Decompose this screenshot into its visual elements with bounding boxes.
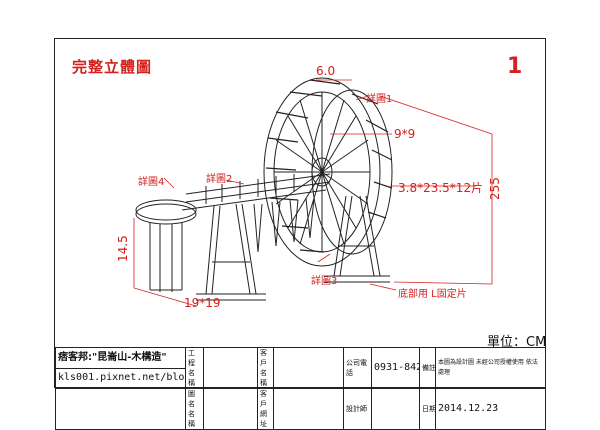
dimension-14-5: 14.5 [116, 235, 130, 262]
annotation-base-fixing: 底部用 L固定片 [398, 289, 467, 300]
designer-header: 設計師 [343, 388, 372, 430]
dimension-9x9: 9*9 [394, 127, 416, 141]
hammers [253, 197, 315, 253]
wheel-hub [311, 157, 333, 187]
blog-label: 痞客邦:"昆崙山-木構造" [55, 347, 186, 369]
cam-pegs [205, 174, 295, 204]
dimension-19x19: 19*19 [184, 296, 221, 310]
dimension-lines [133, 79, 493, 307]
drawing-name-header: 圖名名稱 [185, 388, 204, 430]
blog-url: kls001.pixnet.net/blog [55, 367, 186, 389]
wheel-paddles [265, 79, 393, 253]
annotation-detail-4: 詳圖4 [138, 177, 165, 188]
remarks-text: 本圖為設計圖 未經公司授權使用 依法處理 [434, 347, 547, 389]
client-site-value [273, 388, 344, 430]
designer-value [371, 388, 420, 430]
remarks-header: 備註 [419, 347, 436, 389]
wheel-outer-rim [263, 77, 381, 267]
date-header: 日期 [419, 388, 436, 430]
main-beam [181, 173, 331, 211]
mortar-table [135, 199, 197, 292]
unit-label: 單位：CM [487, 335, 547, 350]
wheel-spokes [274, 92, 370, 252]
date-value: 2014.12.23 [434, 388, 547, 430]
dimension-6-0: 6.0 [316, 64, 336, 78]
client-header: 客戶名稱 [257, 347, 274, 389]
annotation-detail-1: 詳圖1 [366, 94, 393, 105]
project-header: 工程名稱 [185, 347, 204, 389]
left-a-frame [196, 203, 266, 301]
page-number: 1 [507, 54, 523, 79]
annotation-detail-2: 詳圖2 [206, 174, 233, 185]
dimension-255: 255 [488, 177, 502, 200]
client-site-header: 客戶網址 [257, 388, 274, 430]
title-block: 痞客邦:"昆崙山-木構造" 工程名稱 客戶名稱 公司電話 0931-842-57… [55, 347, 547, 430]
right-a-frame [324, 195, 390, 283]
annotation-detail-3: 詳圖3 [311, 276, 338, 287]
project-value [203, 347, 258, 389]
blank-cell [55, 388, 186, 430]
company-phone-header: 公司電話 [343, 347, 372, 389]
dimension-beam: 3.8*23.5*12片 [398, 181, 484, 195]
drawing-title: 完整立體圖 [72, 58, 153, 76]
company-phone: 0931-842-570 [371, 347, 420, 389]
drawing-name-value [203, 388, 258, 430]
client-value [273, 347, 344, 389]
